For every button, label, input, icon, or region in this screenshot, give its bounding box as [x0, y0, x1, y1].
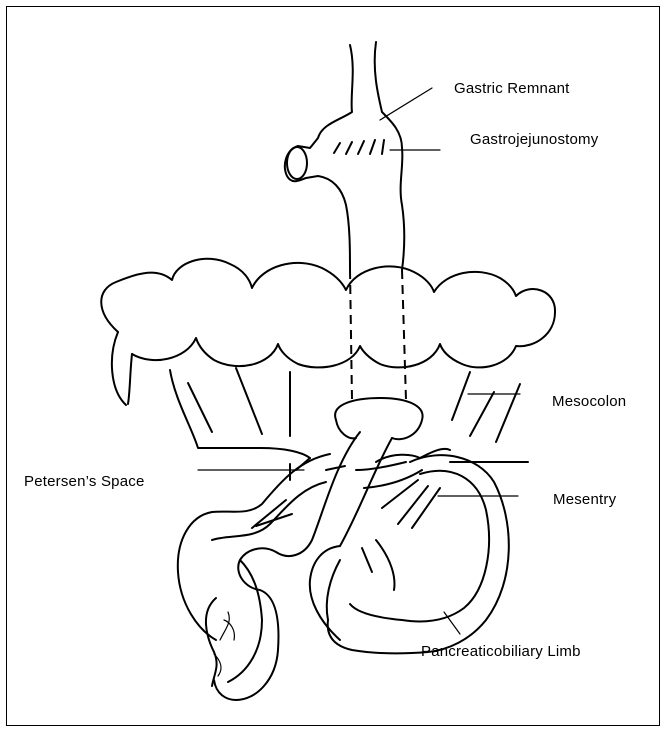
alimentary-limb-shape [206, 432, 392, 700]
label-petersens-space: Petersen’s Space [24, 474, 145, 489]
gastrojejunostomy-staples [334, 140, 384, 154]
left-bowel-loops [178, 454, 345, 676]
transverse-colon-shape [101, 259, 555, 405]
anastomosis-ring [335, 398, 422, 439]
label-gastric-remnant: Gastric Remnant [454, 81, 570, 96]
label-pancreaticobiliary-limb: Pancreaticobiliary Limb [421, 644, 581, 659]
pancreaticobiliary-limb-shape [327, 455, 509, 653]
leader-gastric-remnant [380, 88, 432, 120]
label-mesocolon: Mesocolon [552, 394, 626, 409]
label-gastrojejunostomy: Gastrojejunostomy [470, 132, 598, 147]
gastric-remnant-shape [285, 42, 404, 270]
label-mesentry: Mesentry [553, 492, 616, 507]
retrocolic-limb-dashed [350, 270, 406, 400]
